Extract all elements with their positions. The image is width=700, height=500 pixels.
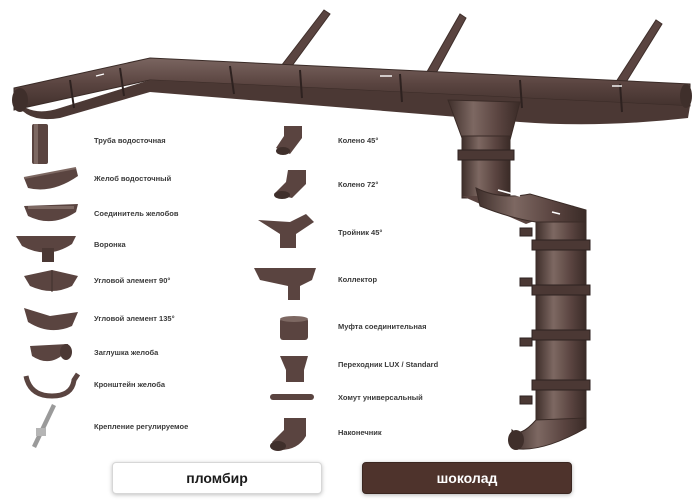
roof-hook-icon — [277, 9, 663, 93]
adjustable-mount-icon — [32, 404, 56, 448]
part-label: Коллектор — [338, 275, 378, 284]
part-label: Воронка — [94, 240, 126, 249]
elbow-45-icon — [276, 126, 302, 155]
color-option-label: шоколад — [436, 470, 498, 486]
part-label: Переходник LUX / Standard — [338, 360, 439, 369]
funnel-icon — [16, 236, 76, 262]
gutter-run — [12, 57, 692, 125]
part-label: Труба водосточная — [94, 136, 166, 145]
bracket-icon — [23, 372, 81, 399]
funnel-icon — [447, 99, 521, 141]
adapter-icon — [280, 356, 308, 382]
part-label: Колено 45° — [338, 136, 379, 145]
part-label: Заглушка желоба — [94, 348, 159, 357]
clamp-icon — [270, 394, 314, 400]
outlet-tip-icon — [270, 418, 306, 451]
part-label: Угловой элемент 135° — [94, 314, 175, 323]
part-label: Наконечник — [338, 428, 382, 437]
collector-icon — [254, 268, 316, 300]
gutter-cap-icon — [30, 344, 72, 362]
part-label: Муфта соединительная — [338, 322, 427, 331]
color-option-label: пломбир — [186, 470, 248, 486]
downpipe — [457, 135, 591, 450]
part-label: Тройник 45° — [338, 228, 383, 237]
elbow-72-icon — [274, 170, 306, 199]
corner-135-icon — [24, 308, 78, 331]
pipe-icon — [32, 124, 48, 164]
tee-45-icon — [258, 214, 314, 248]
part-label: Соединитель желобов — [94, 209, 179, 218]
corner-90-icon — [24, 270, 78, 292]
color-option-plombir-button[interactable]: пломбир — [112, 462, 322, 494]
coupling-icon — [280, 316, 308, 340]
gutter-icon — [23, 167, 78, 190]
part-label: Колено 72° — [338, 180, 379, 189]
part-label: Угловой элемент 90° — [94, 276, 171, 285]
color-option-chocolate-button[interactable]: шоколад — [362, 462, 572, 494]
gutter-connector-icon — [24, 204, 78, 222]
part-label: Желоб водосточный — [94, 174, 172, 183]
part-label: Кронштейн желоба — [94, 380, 166, 389]
part-label: Хомут универсальный — [338, 393, 423, 402]
part-label: Крепление регулируемое — [94, 422, 189, 431]
